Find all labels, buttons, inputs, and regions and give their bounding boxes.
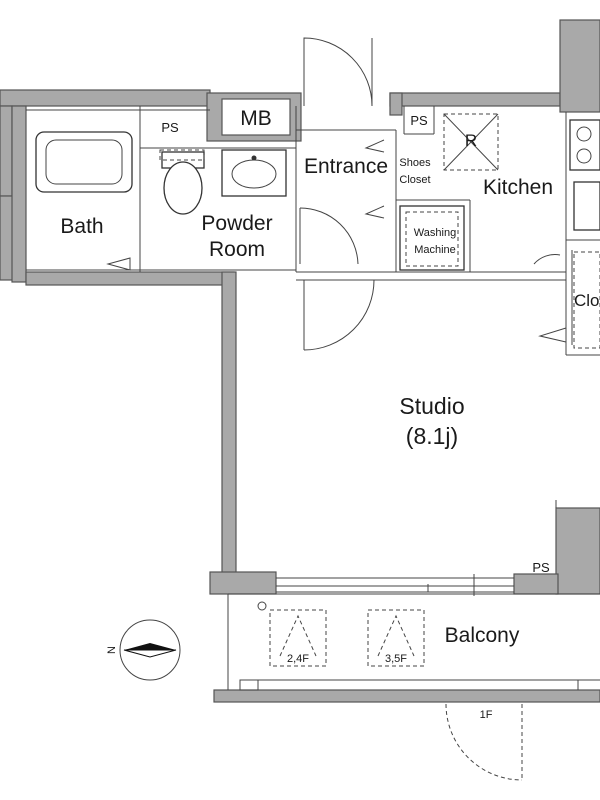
wall-left-edge-top (0, 105, 13, 197)
washing-machine (399, 205, 465, 271)
labels: Studio (8.1j) Kitchen Bath Powder Room E… (60, 107, 599, 721)
fixtures (35, 113, 600, 667)
label-mb: MB (240, 107, 272, 130)
wall-column-bottom-right (555, 507, 600, 595)
label-floor-1f: 1F (480, 709, 493, 721)
wall-ps-balcony (513, 573, 559, 595)
doors (106, 37, 567, 781)
room-label-kitchen: Kitchen (483, 176, 553, 199)
wall-below-bath (25, 271, 235, 286)
compass: N (106, 619, 181, 681)
walls (0, 19, 600, 703)
label-shoes: Shoes (399, 157, 431, 169)
stove (569, 119, 600, 171)
room-label-studio-size: (8.1j) (406, 423, 458, 449)
room-label-room: Room (209, 238, 265, 261)
wall-balcony-rail (213, 689, 600, 703)
compass-circle (119, 619, 181, 681)
room-label-closet: Clo (574, 291, 600, 310)
balcony-drain (257, 601, 267, 611)
label-refrigerator: R (465, 131, 477, 150)
compass-north-label: N (106, 646, 118, 654)
room-label-entrance: Entrance (304, 155, 388, 178)
wall-balcony-top-left (209, 571, 277, 595)
label-washing: Washing (414, 227, 456, 239)
room-label-powder: Powder (201, 212, 272, 235)
label-evac-2-4f: 2,4F (287, 653, 309, 665)
room-label-bath: Bath (60, 215, 103, 238)
evac-hatch-left (269, 609, 327, 667)
label-ps-bath: PS (161, 120, 179, 135)
wall-top-left (0, 89, 211, 107)
wall-top-right (389, 92, 561, 107)
evac-hatch-right (367, 609, 425, 667)
label-closet: Closet (399, 174, 430, 186)
label-ps-balcony: PS (532, 560, 550, 575)
compass-needle-icon (124, 643, 176, 650)
partitions (26, 106, 600, 691)
wall-studio-left (221, 271, 237, 581)
room-label-studio: Studio (399, 393, 464, 419)
wall-column-top-right (559, 19, 600, 113)
label-machine: Machine (414, 244, 456, 256)
kitchen-sink (573, 181, 600, 231)
wall-bath-left (11, 105, 27, 283)
toilet-bowl (163, 161, 203, 215)
wall-door-jamb (389, 92, 403, 116)
room-label-balcony: Balcony (445, 624, 520, 647)
bathtub (35, 131, 133, 193)
label-evac-3-5f: 3,5F (385, 653, 407, 665)
label-ps-kitchen: PS (410, 113, 428, 128)
refrigerator-box (443, 113, 499, 171)
